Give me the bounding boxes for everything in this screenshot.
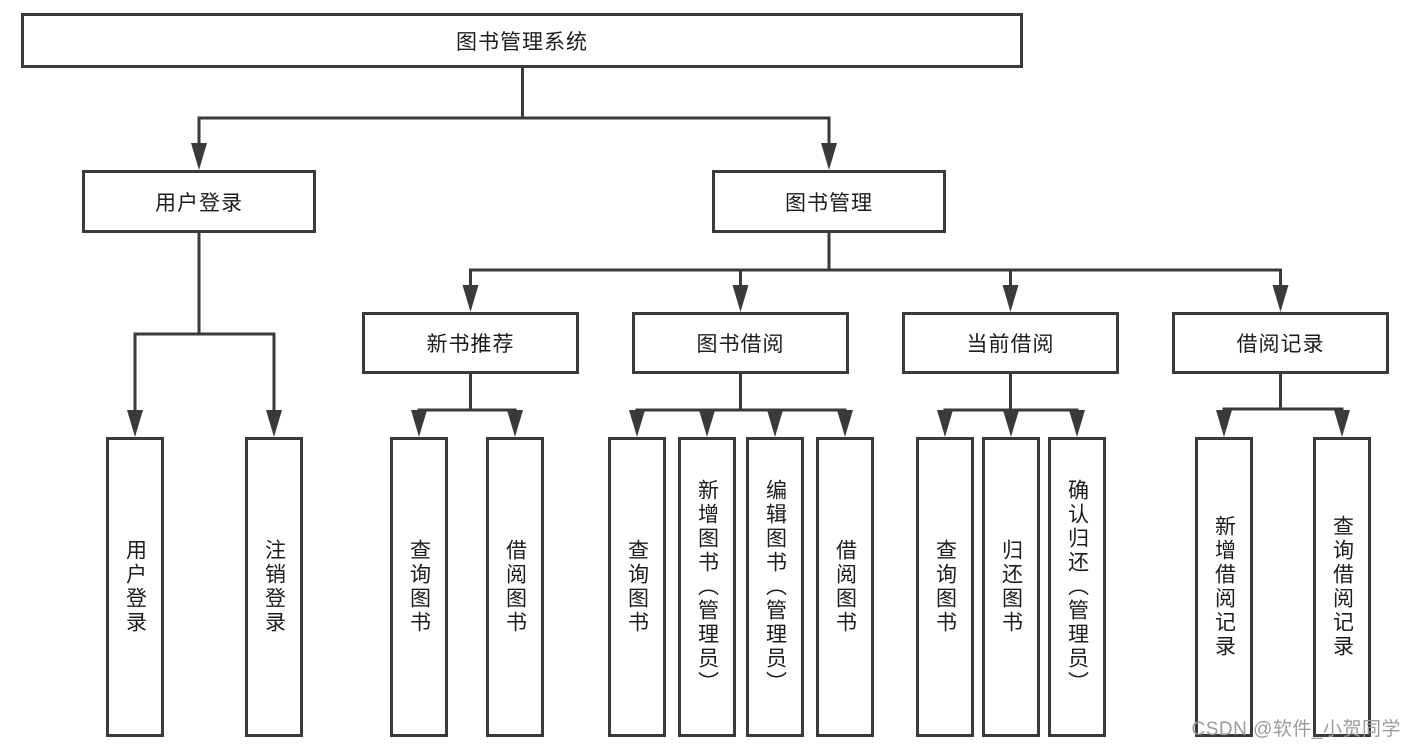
node-book-mgmt-label: 图书管理 [785,191,873,215]
connector-user-login-children [127,233,282,437]
node-new-book-rec-label: 新书推荐 [426,333,515,356]
leaf-query-book-rec: 查询图书 [390,437,448,737]
node-book-borrow: 图书借阅 [632,312,849,374]
node-book-borrow-label: 图书借阅 [696,333,785,356]
connector-current-borrow-children [937,374,1085,437]
leaf-query-book-borrow: 查询图书 [608,437,666,737]
watermark: CSDN @软件_小贺同学 [1191,719,1401,740]
leaf-borrow-book-rec-label: 借阅图书 [503,539,527,635]
leaf-user-login: 用户登录 [106,437,164,737]
node-user-login-label: 用户登录 [155,191,243,215]
node-current-borrow: 当前借阅 [902,312,1119,374]
leaf-return-book-label: 归还图书 [999,539,1023,635]
leaf-add-borrow-record-label: 新增借阅记录 [1212,515,1236,659]
leaf-logout-label: 注销登录 [262,539,286,635]
leaf-query-borrow-record-label: 查询借阅记录 [1330,515,1354,659]
leaf-confirm-return-admin-label: 确认归还（管理员） [1065,479,1089,695]
connector-book-borrow-children [629,374,853,437]
leaf-confirm-return-admin: 确认归还（管理员） [1048,437,1106,737]
leaf-logout: 注销登录 [245,437,303,737]
node-user-login: 用户登录 [82,170,316,233]
leaf-user-login-label: 用户登录 [123,539,147,635]
node-borrow-record-label: 借阅记录 [1236,333,1325,356]
leaf-query-book-rec-label: 查询图书 [407,539,431,635]
leaf-borrow-book: 借阅图书 [816,437,874,737]
leaf-query-book-current-label: 查询图书 [933,539,957,635]
node-root: 图书管理系统 [21,13,1023,68]
connector-root-children [191,68,837,170]
leaf-return-book: 归还图书 [982,437,1040,737]
node-new-book-rec: 新书推荐 [362,312,579,374]
node-book-mgmt: 图书管理 [712,170,946,233]
leaf-borrow-book-rec: 借阅图书 [486,437,544,737]
connector-book-mgmt-children [462,233,1289,312]
leaf-add-book-admin-label: 新增图书（管理员） [695,479,719,695]
leaf-borrow-book-label: 借阅图书 [833,539,857,635]
leaf-add-borrow-record: 新增借阅记录 [1195,437,1253,737]
node-current-borrow-label: 当前借阅 [966,333,1055,356]
leaf-add-book-admin: 新增图书（管理员） [678,437,736,737]
connector-new-book-rec-children [411,374,523,437]
leaf-query-book-borrow-label: 查询图书 [625,539,649,635]
leaf-edit-book-admin-label: 编辑图书（管理员） [763,479,787,695]
leaf-query-borrow-record: 查询借阅记录 [1313,437,1371,737]
node-borrow-record: 借阅记录 [1172,312,1389,374]
node-root-label: 图书管理系统 [456,30,588,54]
leaf-edit-book-admin: 编辑图书（管理员） [746,437,804,737]
connector-borrow-record-children [1216,374,1350,437]
leaf-query-book-current: 查询图书 [916,437,974,737]
